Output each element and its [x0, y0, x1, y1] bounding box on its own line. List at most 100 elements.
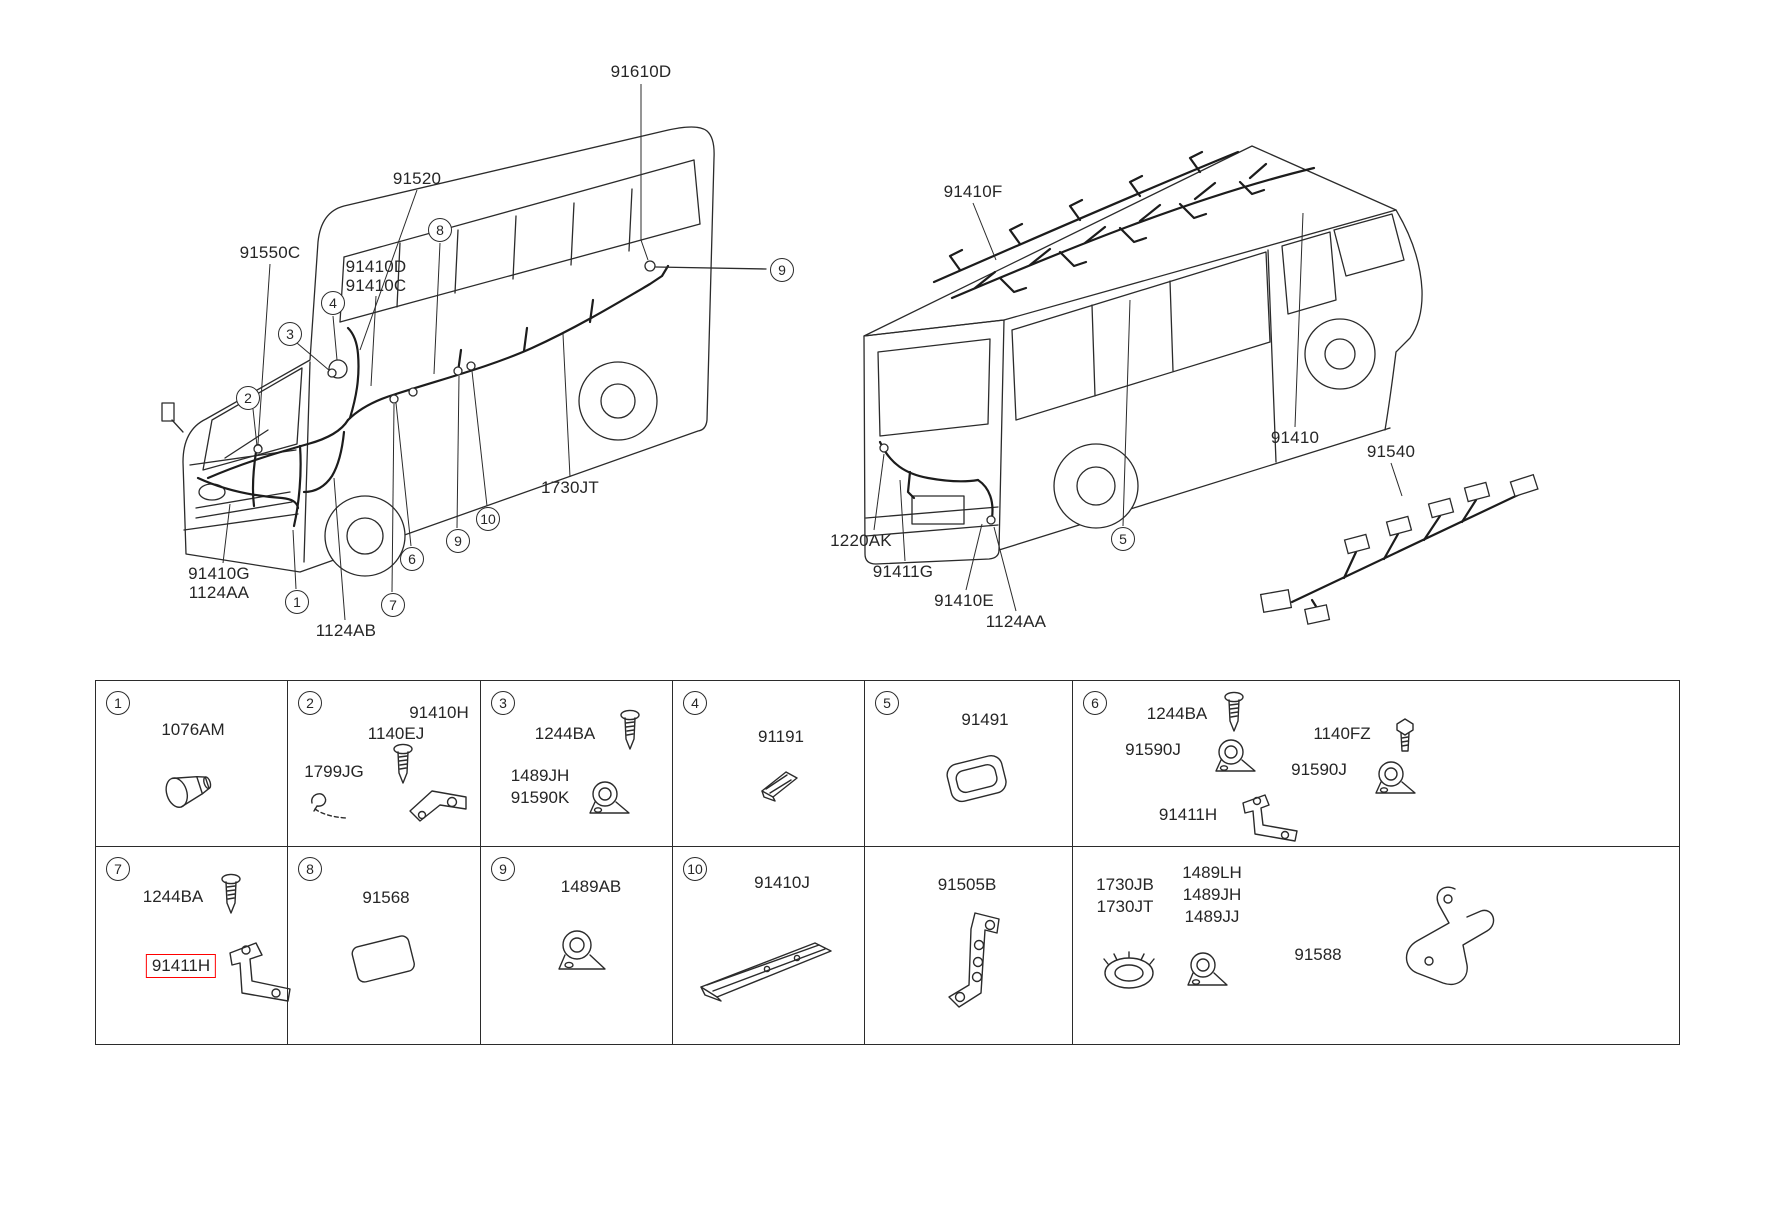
- cell-callout-3: 3: [491, 691, 515, 715]
- part-label-1244BA[interactable]: 1244BA: [534, 724, 596, 743]
- screw-icon: [390, 743, 416, 789]
- hook-bracket-icon: [1359, 877, 1509, 1001]
- right-bus-leader-lines: [873, 202, 1403, 612]
- part-label-1730JT[interactable]: 1730JT: [541, 478, 599, 497]
- pad-icon: [340, 925, 426, 991]
- clamp-icon: [1211, 735, 1267, 781]
- part-label-1124AA-right[interactable]: 1124AA: [985, 612, 1047, 631]
- scene-drawing: [161, 84, 1539, 625]
- part-label-1124AA-left[interactable]: 1124AA: [188, 583, 250, 602]
- cell-callout-8: 8: [298, 857, 322, 881]
- parts-cell-1: 1 1076AM: [96, 681, 288, 847]
- parts-cell-12: 1730JB 1730JT 1489LH 1489JH 1489JJ 91588: [1073, 847, 1679, 1044]
- cell-callout-10: 10: [683, 857, 707, 881]
- scene-callout-3: 3: [278, 322, 302, 346]
- parts-cell-2: 2 91410H 1140EJ 1799JG: [288, 681, 481, 847]
- parts-cell-8: 8 91568: [288, 847, 481, 1044]
- part-label-91590K[interactable]: 91590K: [510, 788, 570, 807]
- part-label-1244BA[interactable]: 1244BA: [142, 887, 204, 906]
- scene-callout-10: 10: [476, 507, 500, 531]
- part-label-91588[interactable]: 91588: [1294, 945, 1342, 964]
- scene-callout-4: 4: [321, 291, 345, 315]
- part-label-91410E[interactable]: 91410E: [934, 591, 994, 610]
- part-label-1489LH[interactable]: 1489LH: [1182, 863, 1242, 882]
- cell-callout-4: 4: [683, 691, 707, 715]
- clamp-icon: [553, 925, 617, 981]
- parts-cell-7: 7 1244BA 91411H: [96, 847, 288, 1044]
- part-label-91191[interactable]: 91191: [757, 727, 805, 746]
- bracket-icon: [216, 933, 312, 1005]
- part-label-1489JJ[interactable]: 1489JJ: [1184, 907, 1240, 926]
- part-label-1124AB[interactable]: 1124AB: [315, 621, 377, 640]
- bolt-icon: [1391, 715, 1419, 757]
- clamp-icon: [1371, 757, 1427, 803]
- part-label-1489JH[interactable]: 1489JH: [1182, 885, 1242, 904]
- parts-cell-5: 5 91491: [865, 681, 1073, 847]
- cell-callout-9: 9: [491, 857, 515, 881]
- clamp-icon: [1183, 947, 1239, 995]
- part-label-91505B[interactable]: 91505B: [937, 875, 997, 894]
- part-label-91590J-2[interactable]: 91590J: [1291, 760, 1347, 779]
- screw-icon: [218, 873, 244, 919]
- part-label-1489JH[interactable]: 1489JH: [510, 766, 570, 785]
- part-label-91550C[interactable]: 91550C: [239, 243, 301, 262]
- scene-callout-9a: 9: [770, 258, 794, 282]
- part-label-91410G[interactable]: 91410G: [188, 564, 250, 583]
- grommet-ring-icon: [1099, 949, 1159, 997]
- left-bus-leader-lines: [222, 84, 649, 621]
- left-bus-harness: [196, 260, 767, 528]
- grommet-plate-icon: [941, 747, 1017, 813]
- cell-callout-6: 6: [1083, 691, 1107, 715]
- part-label-91410D[interactable]: 91410D: [345, 257, 407, 276]
- scene-callout-9b: 9: [446, 529, 470, 553]
- scene-callout-6: 6: [400, 547, 424, 571]
- part-label-91610D[interactable]: 91610D: [610, 62, 672, 81]
- clamp-icon: [585, 777, 641, 823]
- part-label-91411H[interactable]: 91411H: [1158, 805, 1218, 824]
- part-label-1140FZ[interactable]: 1140FZ: [1313, 724, 1371, 743]
- part-label-91411H-highlighted[interactable]: 91411H: [145, 954, 217, 978]
- part-label-91410F[interactable]: 91410F: [943, 182, 1003, 201]
- parts-cell-9: 9 1489AB: [481, 847, 673, 1044]
- part-label-1730JB[interactable]: 1730JB: [1096, 875, 1154, 894]
- part-label-1076AM[interactable]: 1076AM: [161, 720, 225, 739]
- rear-harness-drawing: [878, 440, 996, 525]
- parts-cell-10: 10 91410J: [673, 847, 865, 1044]
- cell-callout-2: 2: [298, 691, 322, 715]
- bracket-icon: [404, 775, 474, 827]
- channel-plate-icon: [693, 931, 849, 1009]
- screw-icon: [617, 709, 643, 755]
- part-label-91491[interactable]: 91491: [961, 710, 1009, 729]
- part-label-1489AB[interactable]: 1489AB: [560, 877, 622, 896]
- part-label-91410H[interactable]: 91410H: [409, 703, 469, 722]
- bracket-icon: [1235, 787, 1321, 843]
- part-label-91410[interactable]: 91410: [1270, 428, 1320, 447]
- scene-callout-8: 8: [428, 218, 452, 242]
- part-label-91568[interactable]: 91568: [362, 888, 410, 907]
- grommet-icon: [154, 759, 228, 817]
- angle-bracket-icon: [939, 907, 1017, 1031]
- cell-callout-7: 7: [106, 857, 130, 881]
- part-label-91590J[interactable]: 91590J: [1125, 740, 1181, 759]
- part-label-91410C[interactable]: 91410C: [345, 276, 407, 295]
- parts-cell-11: 91505B: [865, 847, 1073, 1044]
- scene-callout-2: 2: [236, 386, 260, 410]
- part-label-91410J[interactable]: 91410J: [754, 873, 810, 892]
- parts-cell-3: 3 1244BA 1489JH 91590K: [481, 681, 673, 847]
- part-label-91540[interactable]: 91540: [1366, 442, 1416, 461]
- cell-callout-5: 5: [875, 691, 899, 715]
- part-label-1244BA[interactable]: 1244BA: [1146, 704, 1208, 723]
- harness-91540-drawing: [1259, 473, 1539, 625]
- part-label-1799JG[interactable]: 1799JG: [304, 762, 364, 781]
- scene-callout-5: 5: [1111, 527, 1135, 551]
- scene-callout-1: 1: [285, 590, 309, 614]
- parts-cell-6: 6 1244BA 91590J 1140FZ 91590J 91411H: [1073, 681, 1679, 847]
- part-label-1220AK[interactable]: 1220AK: [830, 531, 892, 550]
- part-label-91411G[interactable]: 91411G: [872, 562, 934, 581]
- part-label-1140EJ[interactable]: 1140EJ: [367, 724, 425, 743]
- part-label-1730JT[interactable]: 1730JT: [1096, 897, 1154, 916]
- cell-callout-1: 1: [106, 691, 130, 715]
- part-label-91520[interactable]: 91520: [392, 169, 442, 188]
- roof-harness-drawing: [932, 150, 1316, 300]
